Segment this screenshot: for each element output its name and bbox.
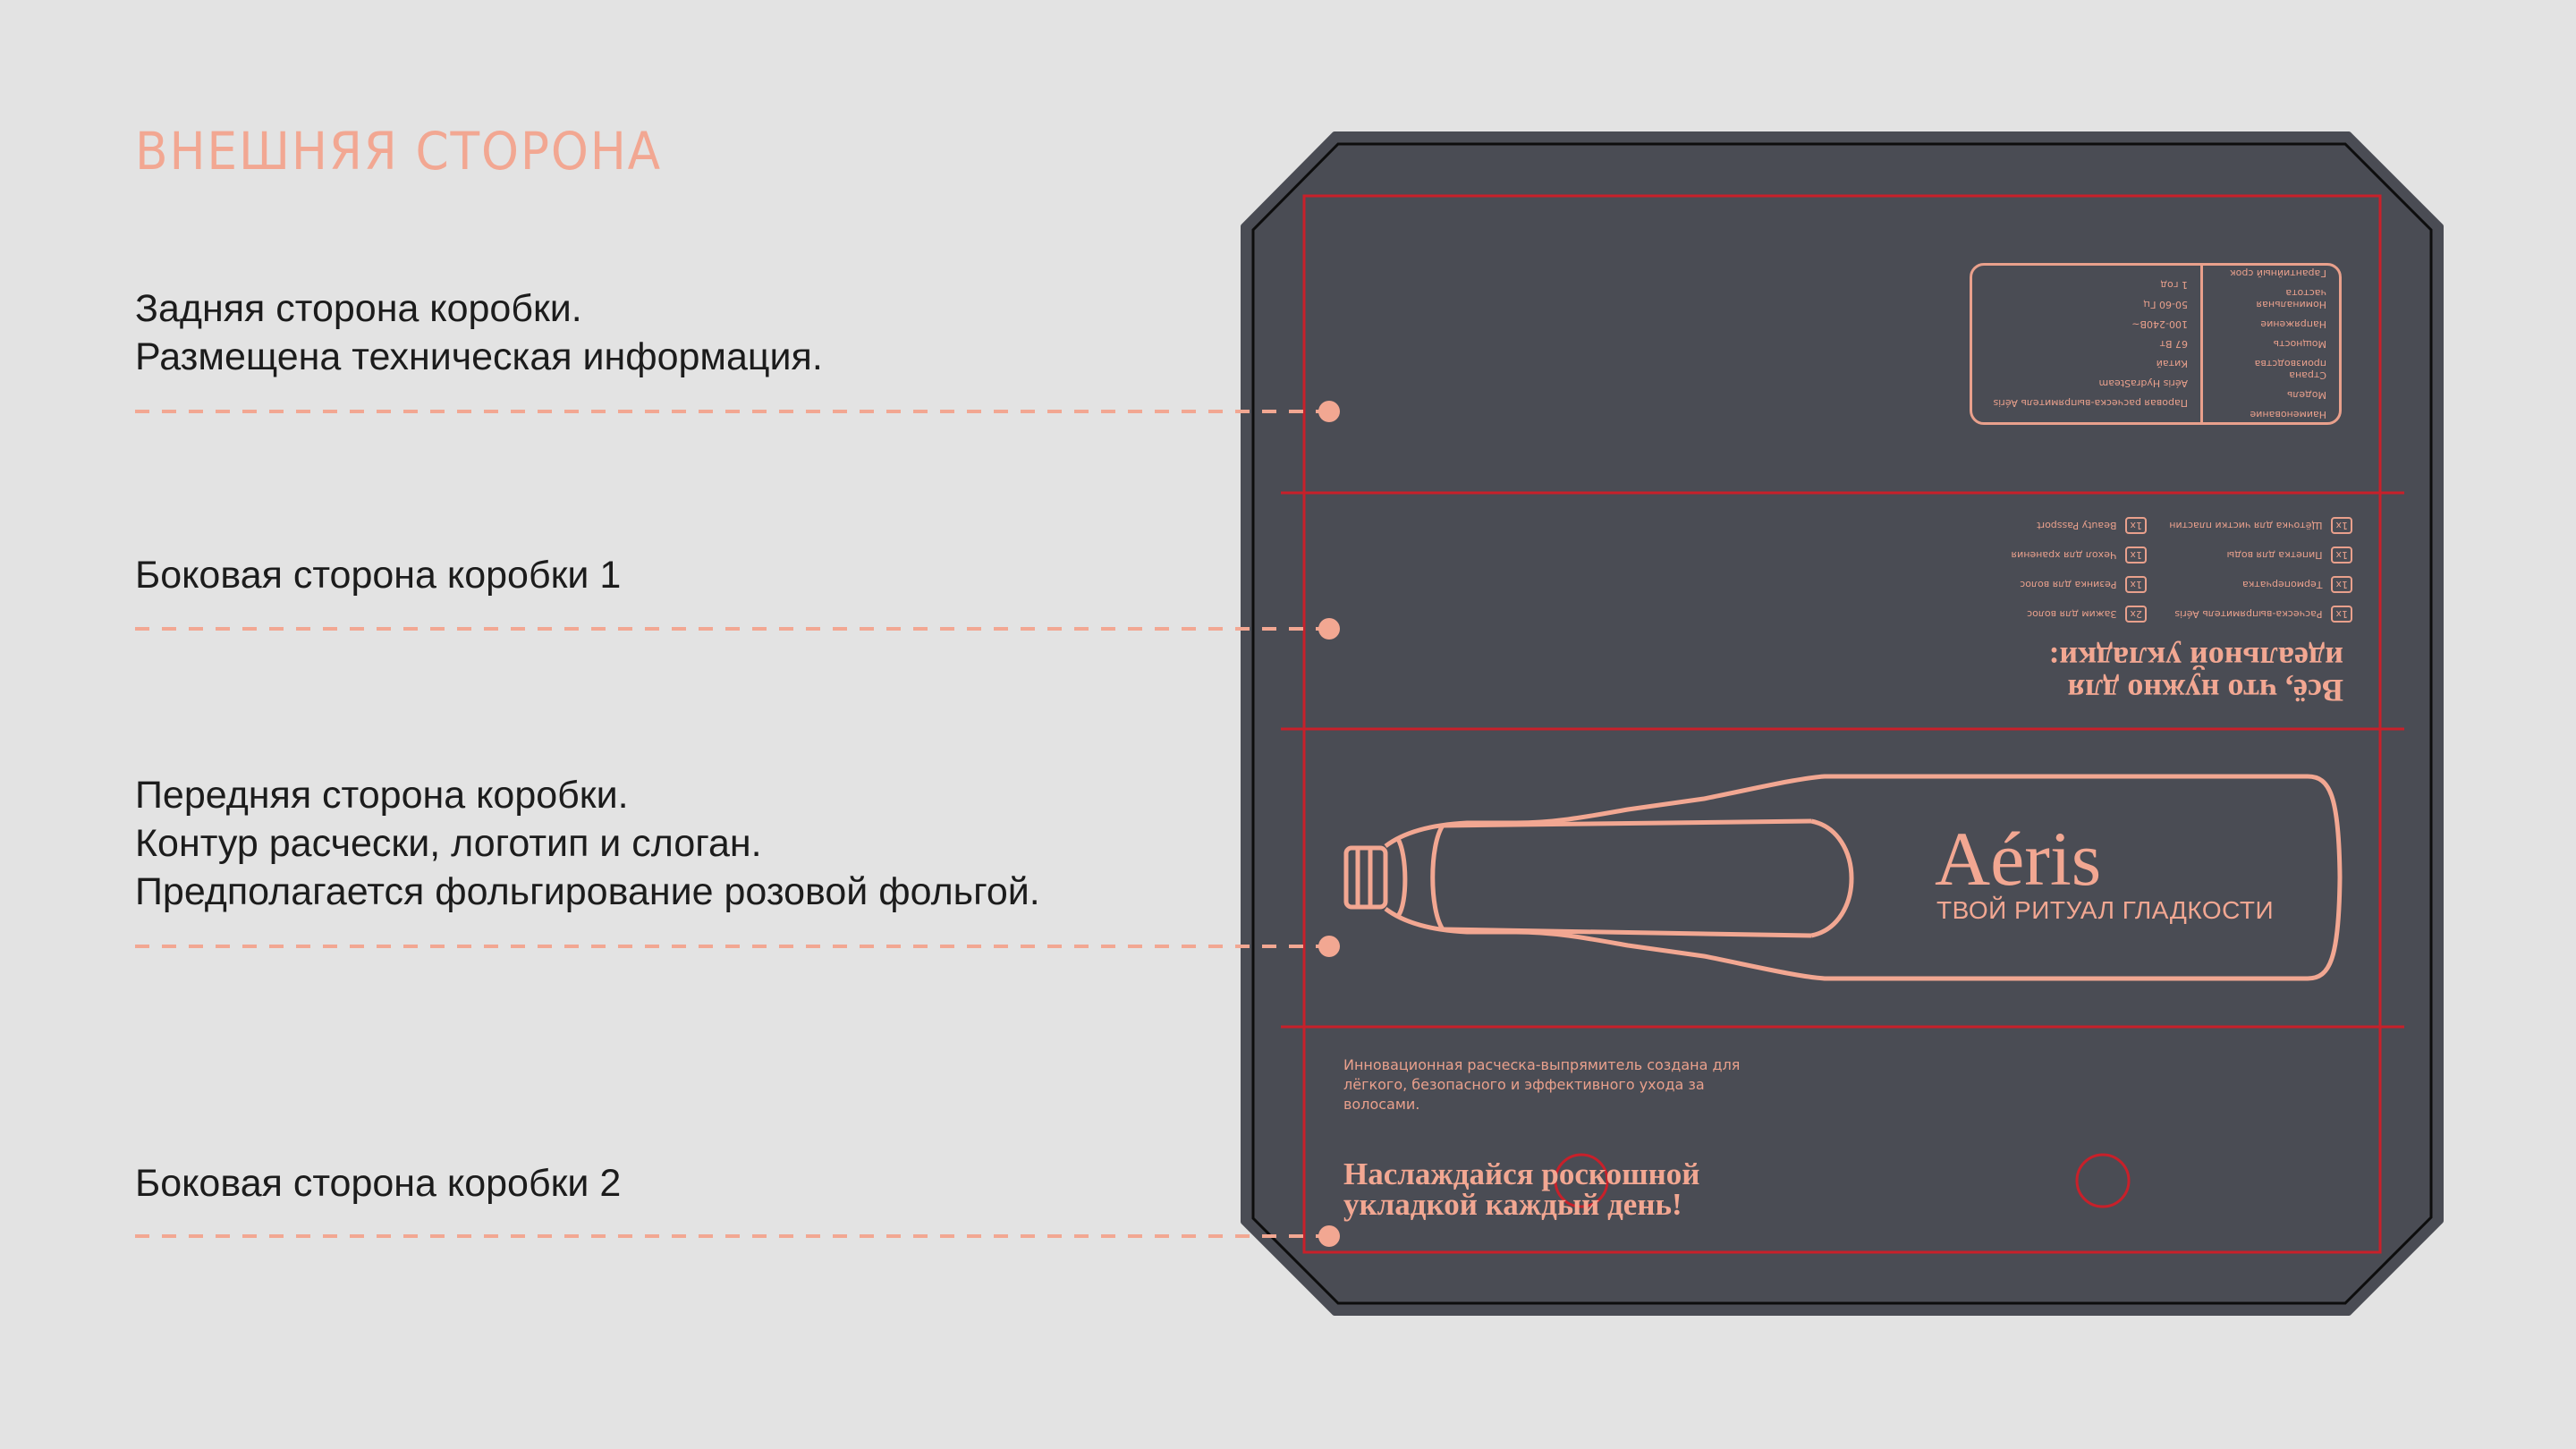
spec-name: Гарантийный срок (2230, 267, 2326, 279)
hole-guide (2075, 1153, 2131, 1208)
annotation-line: Контур расчески, логотип и слоган. (135, 822, 762, 865)
qty-badge: 1x (2125, 547, 2147, 564)
spec-name: Номинальная частота (2256, 287, 2326, 310)
annotation-line: Передняя сторона коробки. (135, 774, 629, 817)
contents-item: 1x Beauty Passport (1959, 517, 2147, 534)
item-label: Пипетка для воды (2226, 549, 2323, 561)
item-label: Чехол для хранения (2011, 549, 2117, 561)
spec-value: Паровая расческа-выпрямитель Aéris (1993, 397, 2188, 409)
qty-badge: 1x (2331, 576, 2352, 593)
item-label: Резинка для волос (2020, 579, 2117, 590)
annotation-side-2: Боковая сторона коробки 2 (135, 1159, 621, 1208)
annotation-line: Боковая сторона коробки 1 (135, 554, 622, 597)
spec-value: 100-240В~ (2131, 318, 2188, 330)
spec-name: Модель (2286, 389, 2326, 401)
annotation-back: Задняя сторона коробки. Размещена технич… (135, 284, 823, 381)
item-label: Термоперчатка (2242, 579, 2323, 590)
spec-value: Китай (2156, 358, 2188, 369)
contents-item: 1x Пипетка для воды (2165, 547, 2352, 564)
safe-area-guide (1302, 194, 2382, 1254)
item-label: Beauty Passport (2037, 520, 2117, 531)
leader-line-side-1 (135, 627, 1329, 631)
spec-name: Страна производства (2254, 358, 2326, 381)
spec-value: 1 год (2160, 279, 2188, 291)
spec-names: Наименование Модель Страна производства … (2200, 266, 2339, 422)
marker-dot-front (1318, 936, 1340, 957)
brand-logo: Aéris (1935, 816, 2102, 902)
contents-item: 1x Щёточка для чистки пластин (2165, 517, 2352, 534)
tagline-line: Наслаждайся роскошной (1343, 1157, 1700, 1191)
tagline: Наслаждайся роскошной укладкой каждый де… (1343, 1157, 1809, 1222)
contents-item: 1x Чехол для хранения (1959, 547, 2147, 564)
contents-item: 1x Расческа-выпрямитель Aéris (2165, 606, 2352, 623)
brush-outline-icon (1343, 774, 2343, 981)
slogan: ТВОЙ РИТУАЛ ГЛАДКОСТИ (1936, 896, 2275, 924)
qty-badge: 2x (2125, 606, 2147, 623)
contents-heading: Всё, что нужно для идеальной укладки: (2048, 640, 2343, 708)
tagline-line: укладкой каждый день! (1343, 1187, 1682, 1222)
hole-guide (1554, 1153, 1609, 1208)
spec-name: Напряжение (2260, 318, 2326, 330)
annotation-line: Боковая сторона коробки 2 (135, 1162, 622, 1205)
annotation-front: Передняя сторона коробки. Контур расческ… (135, 771, 1040, 916)
spec-table: Наименование Модель Страна производства … (1970, 263, 2342, 425)
spec-value: 67 Вт (2159, 338, 2188, 350)
spec-name: Наименование (2250, 409, 2326, 420)
product-description: Инновационная расческа-выпрямитель созда… (1343, 1056, 1741, 1113)
spec-values: Паровая расческа-выпрямитель Aéris Aéris… (1980, 266, 2200, 422)
spec-value: Aéris HydraSteam (2098, 377, 2188, 389)
annotation-line: Задняя сторона коробки. (135, 287, 582, 330)
marker-dot-side-1 (1318, 618, 1340, 640)
qty-badge: 1x (2331, 517, 2352, 534)
marker-dot-side-2 (1318, 1225, 1340, 1247)
marker-dot-back (1318, 401, 1340, 422)
contents-item: 1x Термоперчатка (2165, 576, 2352, 593)
item-label: Зажим для волос (2027, 608, 2117, 620)
annotation-side-1: Боковая сторона коробки 1 (135, 551, 621, 599)
annotation-line: Размещена техническая информация. (135, 335, 823, 378)
annotation-line: Предполагается фольгирование розовой фол… (135, 870, 1040, 913)
qty-badge: 1x (2331, 606, 2352, 623)
qty-badge: 1x (2125, 576, 2147, 593)
item-label: Щёточка для чистки пластин (2169, 520, 2323, 531)
spec-name: Мощность (2273, 338, 2326, 350)
item-label: Расческа-выпрямитель Aéris (2174, 608, 2323, 620)
spec-value: 50-60 Гц (2143, 299, 2188, 310)
leader-line-back (135, 410, 1329, 413)
page-title: ВНЕШНЯЯ СТОРОНА (135, 121, 663, 182)
qty-badge: 1x (2331, 547, 2352, 564)
leader-line-side-2 (135, 1234, 1329, 1238)
contents-item: 2x Зажим для волос (1959, 606, 2147, 623)
qty-badge: 1x (2125, 517, 2147, 534)
contents-item: 1x Резинка для волос (1959, 576, 2147, 593)
leader-line-front (135, 945, 1329, 948)
